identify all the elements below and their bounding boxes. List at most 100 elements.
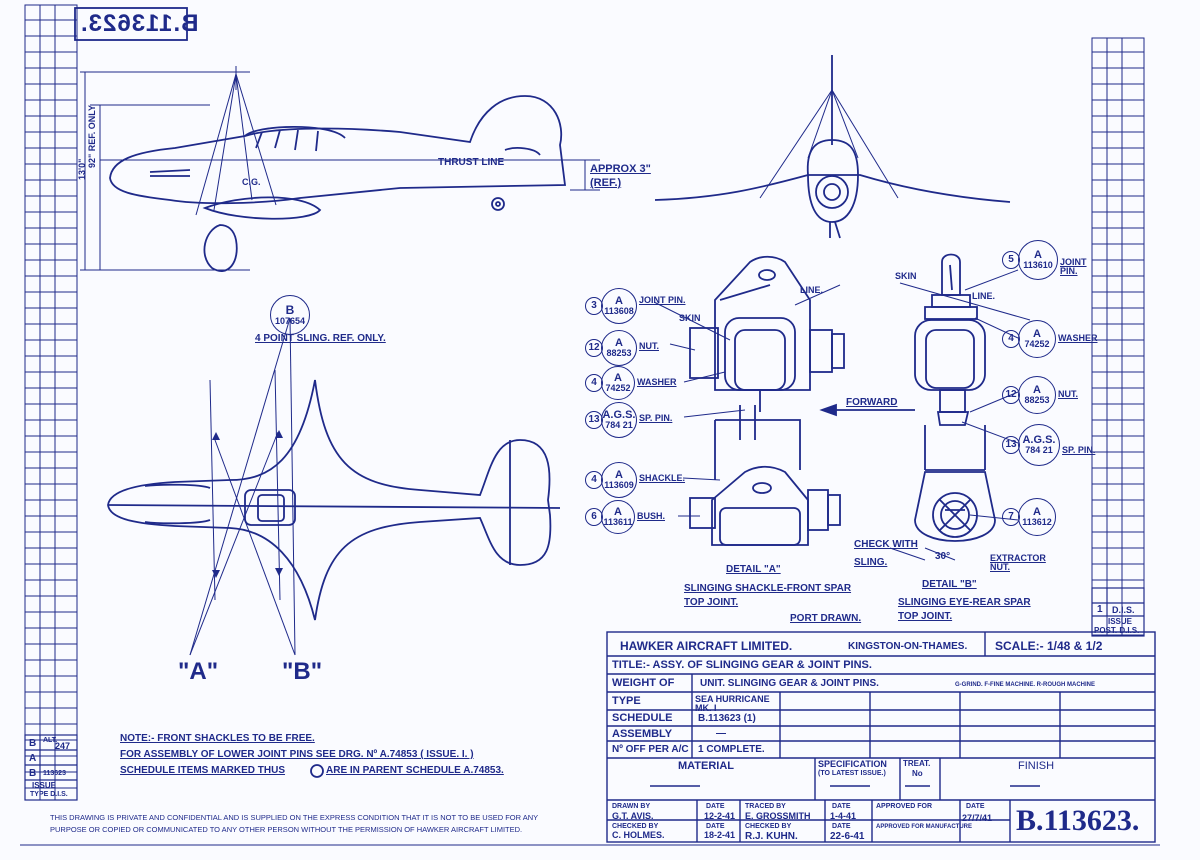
thrust-line-label: THRUST LINE [438,157,505,168]
issue-label: ISSUE [32,781,57,790]
forward-arrow [819,403,915,417]
type-label: TYPE [612,695,641,707]
part-description: EXTRACTOR NUT. [990,553,1046,572]
part-description: JOINT PIN. [1060,257,1087,276]
checked-date-label: DATE [706,823,725,830]
part-description: BUSH. [637,511,666,521]
detail-b-drawing [914,253,996,542]
traced-checked-date: 22-6-41 [830,831,865,842]
right-post-label: POST. D.I.S. [1094,626,1140,635]
finish-key: G-GRIND. F-FINE MACHINE. R-ROUGH MACHINE [955,682,1095,688]
unit-label: UNIT. SLINGING GEAR & JOINT PINS. [700,678,879,689]
drawn-date: 12-2-41 [704,811,736,821]
detail-a-caption2: TOP JOINT. [684,597,739,608]
detail-a-skin-label: SKIN [679,313,701,323]
part-number-circle: A.G.S.784 21 [601,402,637,438]
sling-note: 4 POINT SLING. REF. ONLY. [255,333,386,344]
approved-for-label: APPROVED FOR [876,803,933,810]
type-value: SEA HURRICANE MK. I [695,694,770,713]
detail-a-caption1: SLINGING SHACKLE-FRONT SPAR [684,583,852,594]
traced-checked-by-label: CHECKED BY [745,823,792,830]
footer-line-2: PURPOSE OR COPIED OR COMMUNICATED TO ANY… [50,825,523,834]
detail-b-caption2: TOP JOINT. [898,611,953,622]
schedule-label: SCHEDULE [612,712,673,724]
traced-date-label: DATE [832,803,851,810]
part-description: WASHER [1058,333,1098,343]
note-line-1: NOTE:- FRONT SHACKLES TO BE FREE. [120,733,315,744]
side-view-sling-lines [80,66,600,271]
detail-b-skin-label: SKIN [895,271,917,281]
part-description: JOINT PIN. [639,295,686,305]
note-line-2: FOR ASSEMBLY OF LOWER JOINT PINS SEE DRG… [120,749,474,760]
detail-a-drawing [689,255,845,546]
alt-letter-2: A [29,753,37,764]
alt-value: 247 [55,741,71,751]
finish-header: FINISH [1018,760,1055,772]
port-drawn-label: PORT DRAWN. [790,613,862,624]
front-view-aircraft [654,55,1011,239]
check-with-label: CHECK WITH [854,539,918,550]
side-ref-dimension: 92" REF. ONLY [87,105,97,168]
checked-by-name: C. HOLMES. [612,830,665,840]
forward-label: FORWARD [846,397,898,408]
part-description: SP. PIN. [1062,445,1096,455]
weight-label: WEIGHT OF [612,677,675,689]
drawing-number: B.113623. [1016,804,1140,837]
detail-a-leaders [653,284,841,517]
drawing-number-stamp: B.113623. [80,10,199,37]
traced-date: 1-4-41 [830,811,857,821]
section-label-b: "B" [282,658,323,685]
front-view-sling-lines [759,89,899,199]
side-view-aircraft [109,95,567,272]
material-header: MATERIAL [678,760,735,772]
plan-view-aircraft [107,379,561,621]
detail-b-line-label: LINE. [972,291,996,301]
right-margin-grid [1091,37,1145,636]
part-description: SP. PIN. [639,413,673,423]
traced-by-name: E. GROSSMITH [745,811,811,821]
part-number-circle: A.G.S.784 21 [1018,424,1060,466]
detail-b-caption1: SLINGING EYE-REAR SPAR [898,597,1031,608]
treatment-no-header: No [912,769,923,778]
sling-part-circle: B 107654 [270,295,310,335]
parent-ref: 113623 [43,770,66,777]
traced-checked-date-label: DATE [832,823,851,830]
drawn-date-label: DATE [706,803,725,810]
assembly-label: ASSEMBLY [612,728,673,740]
specification-subheader: (TO LATEST ISSUE.) [818,770,886,777]
part-description: SHACKLE. [639,473,686,483]
issue-sub-label: TYPE D.I.S. [30,791,68,798]
approved-date: 27/7/41 [962,813,993,823]
left-issue-block [24,734,78,801]
drawing-title: TITLE:- ASSY. OF SLINGING GEAR & JOINT P… [612,659,872,671]
no-off-value: 1 COMPLETE. [698,744,765,755]
assembly-value: — [716,728,726,739]
right-issue-label: ISSUE [1108,617,1133,626]
schedule-marker-circle [310,764,324,778]
detail-b-title: DETAIL "B" [922,579,977,590]
no-off-label: Nº OFF PER A/C [612,744,689,755]
approved-date-label: DATE [966,803,985,810]
note-line-3a: SCHEDULE ITEMS MARKED THUS [120,765,286,776]
traced-by-label: TRACED BY [745,803,786,810]
drawing-number-stamp-box [74,7,188,41]
ref-label: (REF.) [590,177,622,189]
checked-date: 18-2-41 [704,830,736,840]
approx-label: APPROX 3" [590,163,651,175]
left-margin-grid [24,4,78,801]
right-issue-text: D.I.S. [1112,605,1135,615]
title-block-frame [606,631,1156,843]
company-location: KINGSTON-ON-THAMES. [848,641,968,652]
detail-a-line-label: LINE. [800,285,824,295]
alt-label: ALT. [43,737,58,744]
approved-for-mfg-label: APPROVED FOR MANUFACTURE [876,824,973,830]
